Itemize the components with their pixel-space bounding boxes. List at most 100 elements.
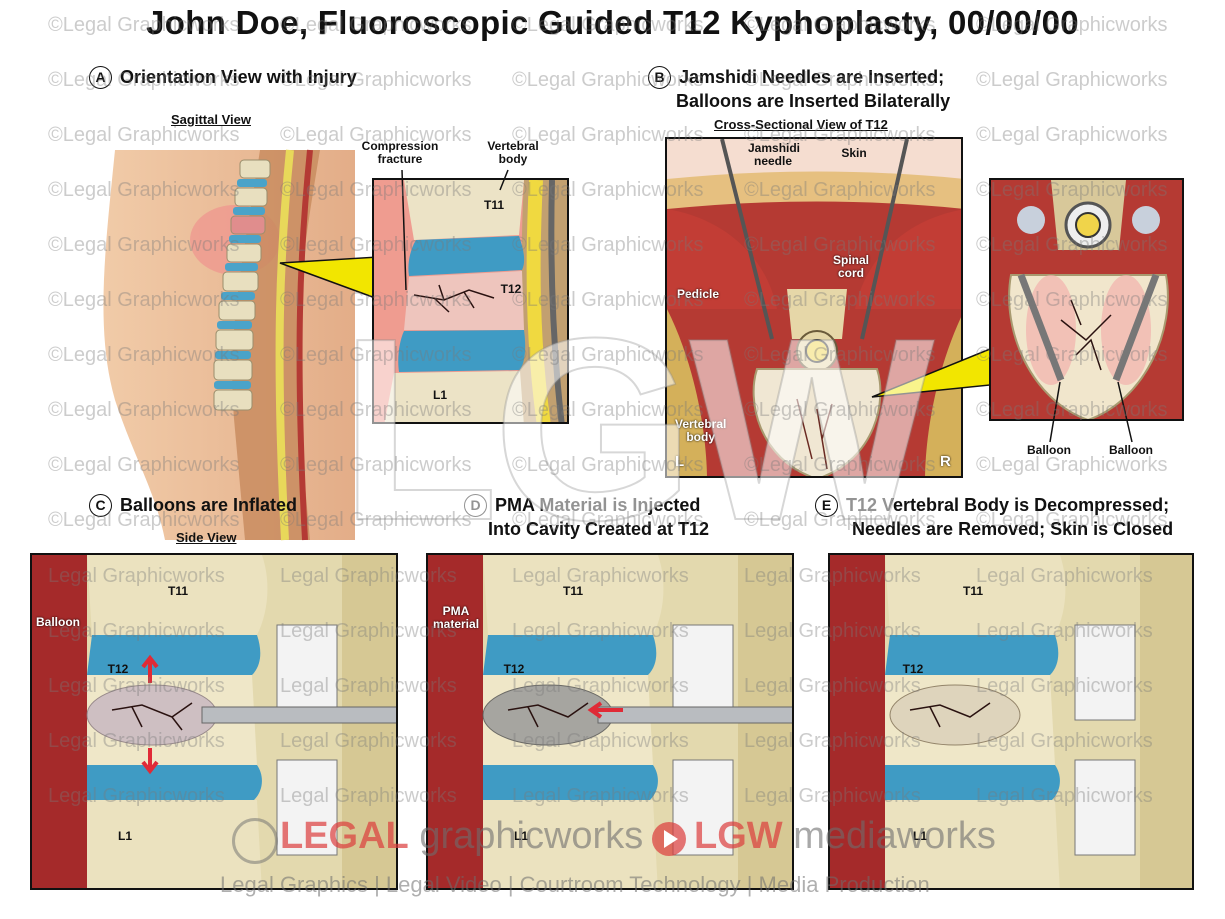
magnified-balloon-illustration — [991, 180, 1182, 419]
watermark-text: ©Legal Graphicworks — [48, 289, 240, 311]
step-c-title: Balloons are Inflated — [120, 495, 298, 515]
watermark-text: ©Legal Graphicworks — [744, 344, 936, 366]
panel-b-magnified — [989, 178, 1184, 421]
label-compression-fracture: Compression fracture — [361, 139, 439, 166]
step-d-title-line1: PMA Material is Injected — [495, 495, 701, 515]
footer-logo-right: LGW mediaworks — [694, 815, 996, 858]
label-t12-a: T12 — [500, 282, 522, 296]
watermark-text: ©Legal Graphicworks — [744, 179, 936, 201]
watermark-text: ©Legal Graphicworks — [512, 14, 704, 36]
label-jamshidi-needle: Jamshidi needle — [748, 141, 801, 168]
legal-logo-circle-icon — [232, 818, 278, 864]
footer-logo-left: LEGAL graphicworks — [280, 815, 643, 858]
watermark-text: ©Legal Graphicworks — [48, 234, 240, 256]
watermark-text: Legal Graphicworks — [512, 785, 689, 807]
watermark-text: ©Legal Graphicworks — [48, 14, 240, 36]
watermark-text: ©Legal Graphicworks — [280, 399, 472, 421]
footer-legal: LEGAL — [280, 815, 409, 857]
watermark-text: ©Legal Graphicworks — [976, 14, 1168, 36]
label-l1-a: L1 — [432, 388, 447, 402]
watermark-text: Legal Graphicworks — [48, 620, 225, 642]
watermark-text: Legal Graphicworks — [280, 620, 457, 642]
watermark-text: ©Legal Graphicworks — [976, 289, 1168, 311]
watermark-text: ©Legal Graphicworks — [976, 179, 1168, 201]
watermark-text: ©Legal Graphicworks — [744, 124, 936, 146]
step-d-title-line2: Into Cavity Created at T12 — [488, 519, 710, 539]
watermark-text: ©Legal Graphicworks — [512, 454, 704, 476]
watermark-text: Legal Graphicworks — [976, 620, 1153, 642]
watermark-text: Legal Graphicworks — [744, 675, 921, 697]
footer-mediaworks: mediaworks — [793, 815, 996, 857]
watermark-text: ©Legal Graphicworks — [744, 14, 936, 36]
watermark-text: ©Legal Graphicworks — [48, 179, 240, 201]
sagittal-body-illustration — [103, 149, 355, 541]
watermark-text: ©Legal Graphicworks — [48, 69, 240, 91]
label-t12-c: T12 — [107, 662, 129, 676]
panel-c-side-view — [30, 553, 398, 890]
step-a-letter: A — [89, 66, 112, 89]
watermark-text: ©Legal Graphicworks — [512, 399, 704, 421]
watermark-text: ©Legal Graphicworks — [744, 69, 936, 91]
step-a-subtitle: Sagittal View — [171, 112, 251, 127]
panel-a-magnified — [372, 178, 569, 424]
watermark-text: Legal Graphicworks — [976, 675, 1153, 697]
watermark-text: ©Legal Graphicworks — [280, 179, 472, 201]
label-l1-e: L1 — [912, 829, 927, 843]
label-spinal-cord: Spinal cord — [832, 253, 869, 280]
watermark-text: ©Legal Graphicworks — [512, 179, 704, 201]
watermark-text: Legal Graphicworks — [48, 785, 225, 807]
footer-graphicworks: graphicworks — [419, 815, 644, 857]
watermark-text: ©Legal Graphicworks — [976, 399, 1168, 421]
watermark-text: ©Legal Graphicworks — [48, 344, 240, 366]
step-e-title-line2: Needles are Removed; Skin is Closed — [852, 519, 1174, 539]
play-icon — [652, 822, 686, 856]
watermark-text: ©Legal Graphicworks — [744, 509, 936, 531]
watermark-text: ©Legal Graphicworks — [48, 509, 240, 531]
watermark-text: ©Legal Graphicworks — [976, 509, 1168, 531]
watermark-text: Legal Graphicworks — [48, 730, 225, 752]
watermark-text: ©Legal Graphicworks — [512, 509, 704, 531]
label-left-side: L — [675, 453, 685, 470]
watermark-text: Legal Graphicworks — [512, 620, 689, 642]
label-balloon-right: Balloon — [1109, 443, 1153, 457]
watermark-text: Legal Graphicworks — [976, 785, 1153, 807]
watermark-text: Legal Graphicworks — [512, 730, 689, 752]
page-title: John Doe, Fluoroscopic Guided T12 Kyphop… — [146, 4, 1079, 41]
label-t12-e: T12 — [902, 662, 924, 676]
label-pedicle: Pedicle — [677, 287, 720, 301]
step-b-subtitle: Cross-Sectional View of T12 — [714, 117, 888, 132]
watermark-text: ©Legal Graphicworks — [48, 399, 240, 421]
watermark-text: ©Legal Graphicworks — [512, 344, 704, 366]
watermark-text: ©Legal Graphicworks — [744, 289, 936, 311]
step-b-title-line2: Balloons are Inserted Bilaterally — [676, 91, 951, 111]
watermark-text: ©Legal Graphicworks — [280, 14, 472, 36]
watermark-text: ©Legal Graphicworks — [512, 289, 704, 311]
side-view-illustration-c — [32, 555, 396, 888]
watermark-text: ©Legal Graphicworks — [280, 69, 472, 91]
watermark-text: Legal Graphicworks — [512, 565, 689, 587]
side-view-illustration-d — [428, 555, 792, 888]
watermark-text: ©Legal Graphicworks — [280, 454, 472, 476]
watermark-text: Legal Graphicworks — [744, 565, 921, 587]
step-c-subtitle: Side View — [176, 530, 237, 545]
magnified-spine-illustration — [374, 180, 567, 422]
label-t11-c: T11 — [167, 584, 188, 598]
label-t11-d: T11 — [562, 584, 583, 598]
watermark-text: ©Legal Graphicworks — [512, 124, 704, 146]
step-c-letter: C — [89, 494, 112, 517]
watermark-text: Legal Graphicworks — [280, 785, 457, 807]
watermark-text: ©Legal Graphicworks — [976, 344, 1168, 366]
label-t12-d: T12 — [503, 662, 525, 676]
footer-tagline: Legal Graphics | Legal Video | Courtroom… — [220, 872, 930, 897]
watermark-text: ©Legal Graphicworks — [512, 69, 704, 91]
step-c-heading: C Balloons are Inflated — [89, 494, 297, 517]
watermark-text: ©Legal Graphicworks — [744, 234, 936, 256]
label-vertebral-body-a: Vertebral body — [487, 139, 539, 166]
watermark-text: ©Legal Graphicworks — [280, 234, 472, 256]
label-balloon-c: Balloon — [36, 615, 80, 629]
label-skin: Skin — [841, 146, 867, 160]
watermark-text: ©Legal Graphicworks — [280, 124, 472, 146]
